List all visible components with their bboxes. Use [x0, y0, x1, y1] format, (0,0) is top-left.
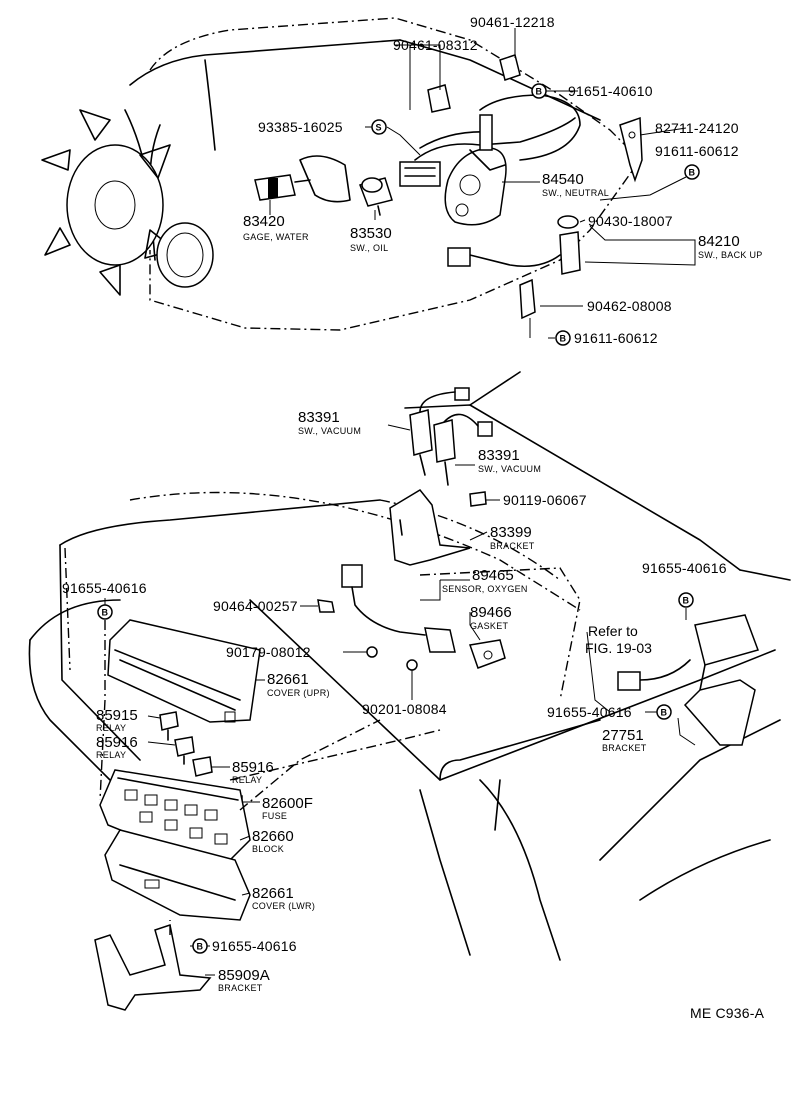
label-84210: 84210 — [698, 233, 740, 250]
bolt-badge-icon: B — [678, 592, 694, 608]
relay-85915-icon — [159, 711, 179, 741]
bracket-82711-icon — [619, 116, 643, 183]
screw-badge-icon: S — [371, 119, 387, 135]
vacuum-switch-icon — [409, 387, 493, 486]
caption-85916-a: RELAY — [96, 750, 126, 760]
caption-82661-upr: COVER (UPR) — [267, 688, 330, 698]
caption-83530: SW., OIL — [350, 243, 388, 253]
label-85915: 85915 — [96, 707, 138, 724]
label-90464-00257: 90464-00257 — [213, 598, 298, 614]
bolt-badge-icon: B — [97, 604, 113, 620]
relay-85916-a-icon — [174, 736, 195, 765]
caption-83391-a: SW., VACUUM — [298, 426, 361, 436]
backup-switch-icon — [447, 215, 581, 320]
label-85916-a: 85916 — [96, 734, 138, 751]
nut-90179-icon — [366, 646, 378, 658]
label-27751: 27751 — [602, 727, 644, 744]
label-85909a: 85909A — [218, 967, 270, 984]
bolt-90119-icon — [469, 491, 487, 507]
caption-82600f: FUSE — [262, 811, 287, 821]
caption-89465: SENSOR, OXYGEN — [442, 584, 528, 594]
relay-85916-b-icon — [192, 756, 213, 777]
label-82660: 82660 — [252, 828, 294, 845]
oxygen-sensor-icon — [341, 564, 506, 669]
pulley-icon — [156, 222, 214, 288]
label-82661-upr: 82661 — [267, 671, 309, 688]
neutral-switch-icon — [399, 147, 507, 226]
label-90430-18007: 90430-18007 — [588, 213, 673, 229]
bracket-85909a-icon — [94, 924, 212, 1011]
label-91655-40616-d: 91655-40616 — [212, 938, 297, 954]
svg-text:B: B — [536, 87, 543, 97]
label-83530: 83530 — [350, 225, 392, 242]
label-90179-08012: 90179-08012 — [226, 644, 311, 660]
cover-upper-icon — [107, 619, 261, 723]
label-91655-40616-c: 91655-40616 — [547, 704, 632, 720]
label-90119-06067: 90119-06067 — [503, 492, 587, 508]
harness-top — [414, 54, 581, 161]
caption-82660: BLOCK — [252, 844, 284, 854]
label-84540: 84540 — [542, 171, 584, 188]
svg-text:B: B — [560, 334, 567, 344]
clip-90464-icon — [317, 599, 335, 613]
refer-text-line2: FIG. 19-03 — [585, 640, 652, 656]
label-91655-40616-a: 91655-40616 — [62, 580, 147, 596]
bolt-badge-icon: B — [684, 164, 700, 180]
diagram-code: ME C936-A — [690, 1005, 765, 1021]
water-gage-sender-icon — [254, 155, 351, 203]
label-83391-a: 83391 — [298, 409, 340, 426]
label-90461-12218: 90461-12218 — [470, 14, 555, 30]
label-91655-40616-b: 91655-40616 — [642, 560, 727, 576]
svg-text:B: B — [683, 596, 690, 606]
svg-text:B: B — [102, 608, 109, 618]
caption-85916-b: RELAY — [232, 775, 262, 785]
labels: 90461-12218 90461-08312 91651-40610 9338… — [62, 14, 765, 1021]
caption-27751: BRACKET — [602, 743, 647, 753]
label-89465: 89465 — [472, 567, 514, 584]
label-83391-b: 83391 — [478, 447, 520, 464]
label-89466: 89466 — [470, 604, 512, 621]
label-91611-60612-a: 91611-60612 — [655, 143, 739, 159]
label-90201-08084: 90201-08084 — [362, 701, 447, 717]
caption-85909a: BRACKET — [218, 983, 263, 993]
bolt-badge-icon: B — [656, 704, 672, 720]
svg-text:B: B — [689, 168, 696, 178]
caption-85915: RELAY — [96, 723, 126, 733]
caption-84210: SW., BACK UP — [698, 250, 763, 260]
label-83399: 83399 — [490, 524, 532, 541]
label-85916-b: 85916 — [232, 759, 274, 776]
bolt-badge-icon: B — [531, 83, 547, 99]
label-91651-40610: 91651-40610 — [568, 83, 653, 99]
caption-82661-lwr: COVER (LWR) — [252, 901, 315, 911]
cover-lower-icon — [104, 829, 251, 921]
washer-90201-icon — [406, 659, 418, 671]
caption-83399: BRACKET — [490, 541, 535, 551]
label-93385-16025: 93385-16025 — [258, 119, 343, 135]
caption-89466: GASKET — [470, 621, 509, 631]
svg-text:S: S — [376, 123, 382, 133]
refer-text-line1: Refer to — [588, 623, 638, 639]
bolt-badge-icon: B — [192, 938, 208, 954]
relay-27751-icon — [617, 614, 759, 746]
label-82711-24120: 82711-24120 — [655, 120, 739, 136]
caption-83420: GAGE, WATER — [243, 232, 309, 242]
caption-84540: SW., NEUTRAL — [542, 188, 609, 198]
leader-lines — [99, 28, 696, 976]
label-90461-08312: 90461-08312 — [393, 37, 478, 53]
oil-switch-icon — [359, 177, 393, 216]
bolt-badge-icon: B — [555, 330, 571, 346]
svg-text:B: B — [197, 942, 204, 952]
svg-text:B: B — [661, 708, 668, 718]
label-83420: 83420 — [243, 213, 285, 230]
label-91611-60612-b: 91611-60612 — [574, 330, 658, 346]
caption-83391-b: SW., VACUUM — [478, 464, 541, 474]
badge-group: B S B B B B B B — [97, 83, 700, 954]
fan-icon — [41, 109, 176, 296]
label-82661-lwr: 82661 — [252, 885, 294, 902]
fender-outline — [28, 371, 791, 961]
label-90462-08008: 90462-08008 — [587, 298, 672, 314]
label-82600f: 82600F — [262, 795, 313, 812]
bracket-83399-icon — [389, 489, 471, 566]
